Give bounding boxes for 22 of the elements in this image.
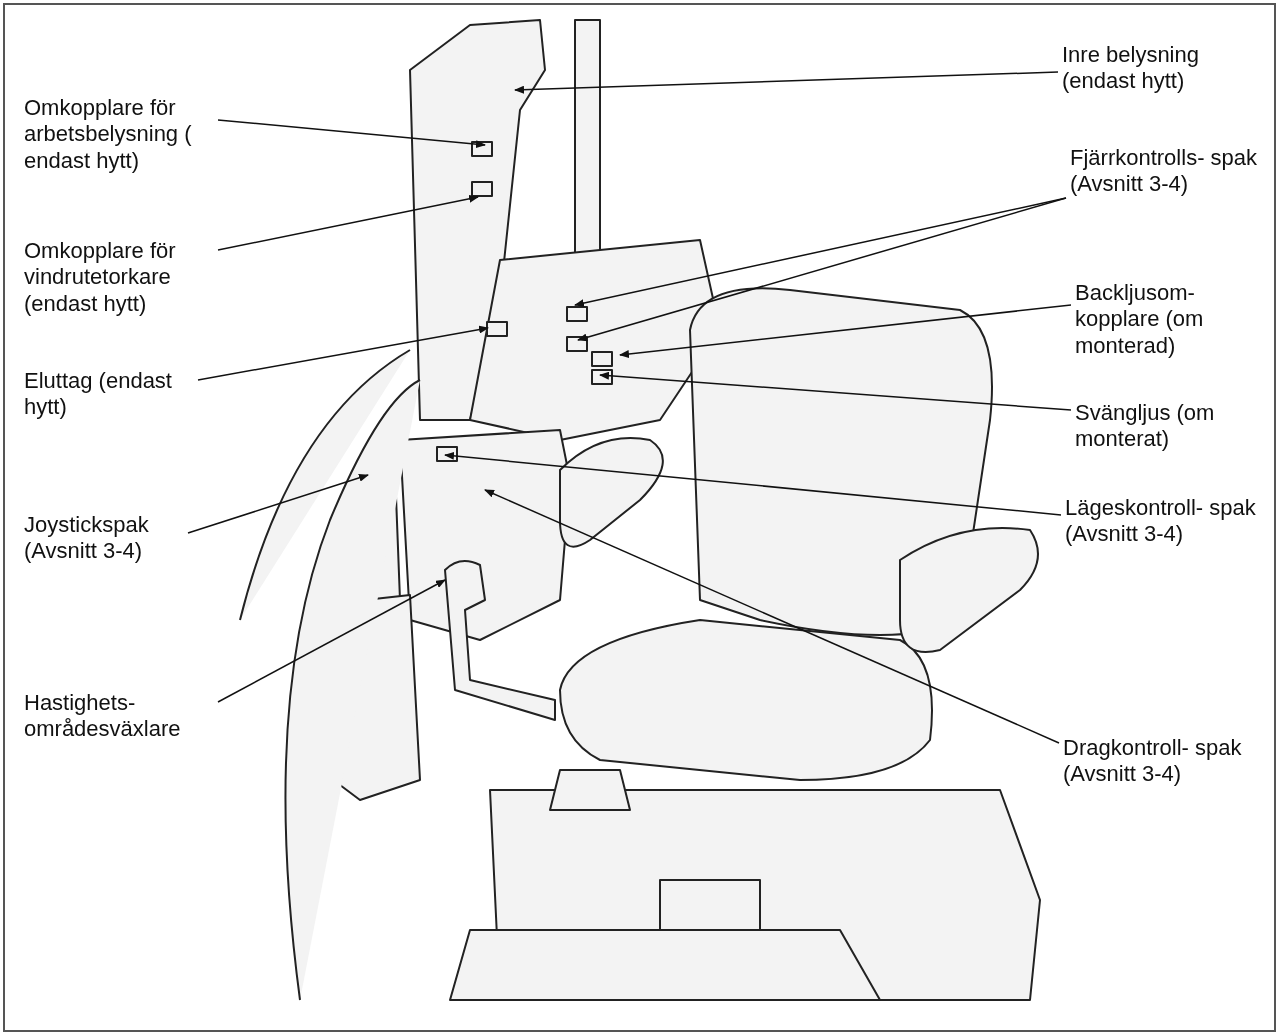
callout-label: Omkopplare för vindrutetorkare (endast hytt)	[24, 238, 214, 318]
callout-label: Joystickspak (Avsnitt 3-4)	[24, 512, 184, 565]
leader-line	[619, 304, 1072, 358]
callout-label: Lägeskontroll- spak (Avsnitt 3-4)	[1065, 495, 1265, 548]
leader-line	[187, 473, 369, 534]
callout-label: Backljusom- kopplare (om monterad)	[1075, 280, 1265, 360]
leader-line	[577, 197, 1067, 342]
callout-label: Dragkontroll- spak (Avsnitt 3-4)	[1063, 735, 1263, 788]
callout-label: Omkopplare för arbetsbelysning ( endast hytt)	[24, 95, 214, 175]
leader-line	[197, 325, 489, 381]
leader-line	[444, 451, 1062, 516]
callout-label: Eluttag (endast hytt)	[24, 368, 194, 421]
leader-line	[217, 194, 479, 251]
callout-label: Svängljus (om monterat)	[1075, 400, 1265, 453]
leader-line	[599, 371, 1072, 411]
callout-label: Fjärrkontrolls- spak (Avsnitt 3-4)	[1070, 145, 1260, 198]
callout-label: Inre belysning (endast hytt)	[1062, 42, 1262, 95]
leader-line	[514, 71, 1059, 94]
leader-line	[484, 489, 1060, 744]
leader-line	[217, 579, 446, 703]
callout-label: Hastighets- områdesväxlare	[24, 690, 214, 743]
leader-line	[217, 119, 486, 149]
